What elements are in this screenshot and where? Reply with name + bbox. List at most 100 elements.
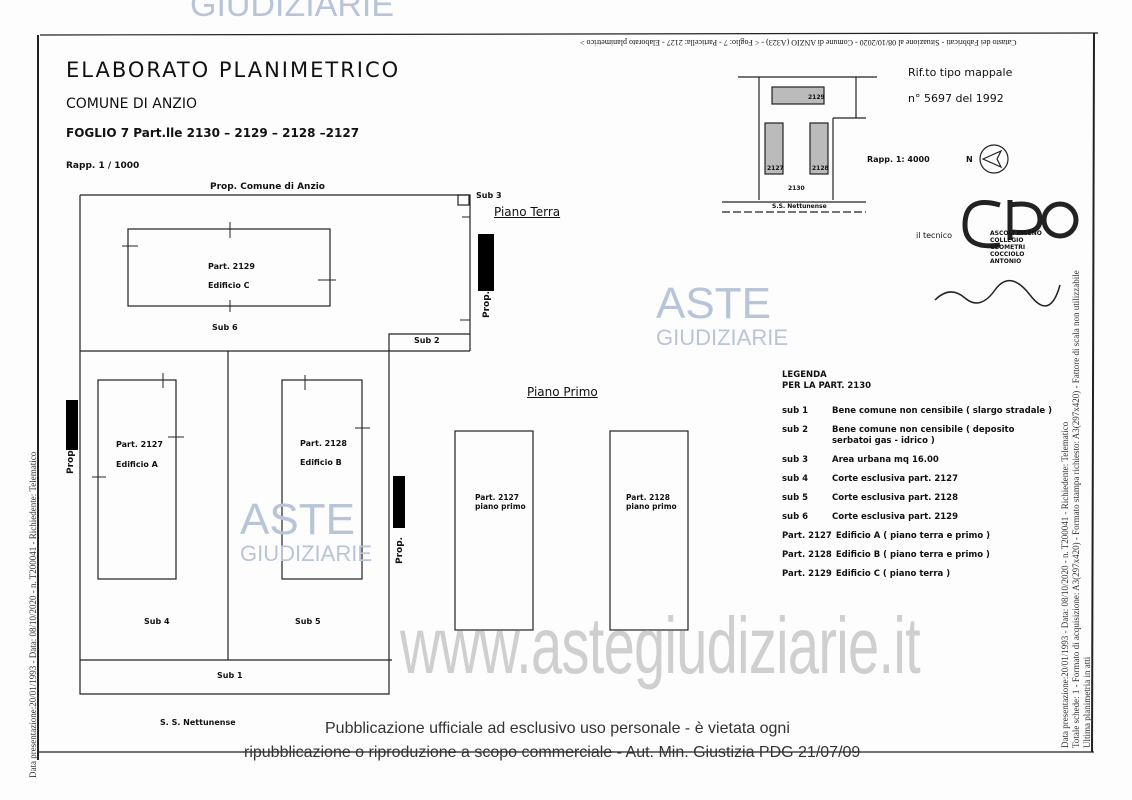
legend-key: sub 3: [782, 455, 809, 465]
header-strip: Catasto dei Fabbricati - Situazione al 0…: [580, 38, 1017, 47]
stamp-text: COCCIOLO: [990, 251, 1025, 258]
side-note-right: Totale schede: 1 - Formato di acquisizio…: [1071, 270, 1081, 748]
entrance-arrows: [92, 216, 470, 478]
page-title: ELABORATO PLANIMETRICO: [66, 58, 401, 82]
legend-key: Part. 2128: [782, 550, 832, 560]
page-frame: [37, 32, 1099, 760]
prop-label: Prop.: [66, 446, 76, 474]
piano-primo-heading: Piano Primo: [527, 385, 598, 399]
redaction: [66, 400, 78, 450]
footer-line-2: ripubblicazione o riproduzione a scopo c…: [244, 744, 861, 761]
first-floor-2127-label: piano primo: [475, 502, 526, 511]
legend-row: sub 1 Bene comune non censibile ( slargo …: [782, 406, 1052, 417]
legend-key: Part. 2127: [782, 531, 832, 541]
watermark-giudiziarie: GIUDIZIARIE: [656, 325, 789, 350]
prop-top: Prop. Comune di Anzio: [210, 182, 325, 192]
legend-value: Bene comune non censibile ( slargo strad…: [832, 406, 1052, 416]
building-a-label: Edificio A: [116, 460, 158, 469]
sub4-label: Sub 4: [144, 617, 170, 626]
tecnico-label: il tecnico: [916, 231, 953, 240]
piano-terra-heading: Piano Terra: [494, 205, 561, 219]
legend-key: sub 6: [782, 512, 809, 522]
side-note-right: Ultima planimetria in atti: [1082, 656, 1092, 748]
north-label: N: [966, 155, 973, 164]
inset-map: [722, 76, 1009, 213]
legend-key: sub 5: [782, 493, 809, 503]
inset-scale: Rapp. 1: 4000: [867, 155, 930, 164]
inset-label: 2127: [767, 165, 784, 172]
legend-row: sub 6 Corte esclusiva part. 2129: [782, 512, 1052, 523]
legend-value: Area urbana mq 16.00: [832, 455, 939, 465]
scale: Rapp. 1 / 1000: [66, 161, 140, 171]
building-b-label: Edificio B: [300, 458, 342, 467]
stamp-text: COLLEGIO: [990, 237, 1024, 244]
prop-label: Prop.: [482, 290, 492, 318]
sub5-label: Sub 5: [295, 617, 321, 626]
stamp-logo: [962, 200, 1079, 249]
legend-value: Corte esclusiva part. 2128: [832, 493, 959, 503]
watermark-giudiziarie: GIUDIZIARIE: [240, 541, 373, 566]
footer-line-1: Pubblicazione ufficiale ad esclusivo uso…: [325, 720, 790, 737]
redaction: [393, 476, 405, 528]
stamp-text: ASCOLI PICENO: [990, 230, 1042, 237]
legend-value: Edificio B ( piano terra e primo ): [835, 550, 990, 560]
first-floor-2128: [609, 430, 689, 631]
road-label: S. S. Nettunense: [160, 718, 236, 727]
signature: [934, 280, 1061, 307]
side-note-left: Data presentazione:20/01/1993 - Data: 08…: [28, 451, 38, 778]
inset-road: S.S. Nettunense: [772, 203, 827, 210]
building-b-part: Part. 2128: [300, 439, 347, 448]
inset-label: 2129: [808, 94, 825, 101]
sub3-label: Sub 3: [476, 191, 502, 200]
sub1-label: Sub 1: [217, 671, 243, 680]
redaction: [478, 234, 494, 291]
first-floor-2127-part: Part. 2127: [475, 493, 519, 502]
legend-row: sub 5 Corte esclusiva part. 2128: [782, 493, 1052, 504]
prop-label: Prop.: [395, 536, 405, 564]
foglio: FOGLIO 7 Part.lle 2130 – 2129 – 2128 –21…: [66, 126, 360, 140]
watermark-aste: ASTE: [656, 279, 771, 328]
building-a: [97, 379, 177, 580]
north-arrow-icon: [979, 144, 1009, 174]
first-floor-2128-part: Part. 2128: [626, 493, 670, 502]
legend-key: sub 4: [782, 474, 809, 484]
legend-value: Edificio C ( piano terra ): [835, 569, 951, 579]
stamp-text: ANTONIO: [990, 258, 1022, 265]
legend-value: Corte esclusiva part. 2129: [832, 512, 959, 522]
building-c: [127, 228, 331, 307]
inset-label: 2128: [812, 165, 829, 172]
rif-tipo: Rif.to tipo mappale: [908, 66, 1013, 79]
site-boundary: [79, 194, 471, 695]
legend-row: sub 4 Corte esclusiva part. 2127: [782, 474, 1052, 485]
legend-value: Edificio A ( piano terra e primo ): [835, 531, 991, 541]
building-b: [281, 379, 363, 580]
side-note-right: Data presentazione:20/01/1993 - Data: 08…: [1060, 421, 1070, 748]
legend-value: Corte esclusiva part. 2127: [832, 474, 959, 484]
legend-key: sub 1: [782, 406, 809, 416]
watermark-url: www.astegiudiziarie.it: [400, 601, 921, 690]
legend-subtitle: PER LA PART. 2130: [782, 381, 872, 391]
sub6-label: Sub 6: [212, 323, 238, 332]
comune: COMUNE DI ANZIO: [66, 96, 198, 112]
inset-label: 2130: [788, 185, 805, 192]
building-a-part: Part. 2127: [116, 440, 163, 449]
building-c-part: Part. 2129: [208, 262, 255, 271]
building-c-label: Edificio C: [208, 281, 250, 290]
first-floor-2127: [454, 430, 534, 631]
legend-key: Part. 2129: [782, 569, 832, 579]
watermark-top: GIUDIZIARIE: [190, 0, 395, 24]
legend-row: sub 3 Area urbana mq 16.00: [782, 455, 1052, 466]
sub2-label: Sub 2: [414, 336, 440, 345]
first-floor-2128-label: piano primo: [626, 502, 677, 511]
stamp-text: GEOMETRI: [990, 244, 1026, 251]
legend-key: sub 2: [782, 425, 809, 435]
rif-num: n° 5697 del 1992: [908, 92, 1004, 105]
